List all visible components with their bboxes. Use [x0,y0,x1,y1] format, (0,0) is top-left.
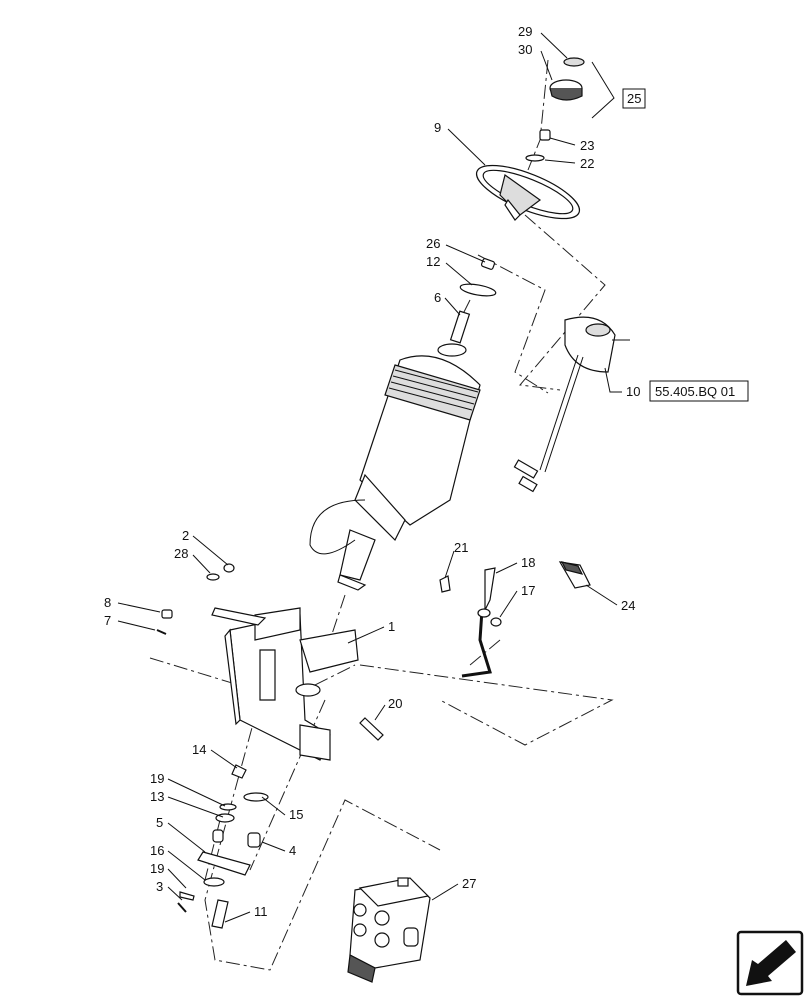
gasket-part [459,283,497,297]
callout-28: 28 [174,546,188,561]
callout-20: 20 [388,696,402,711]
key-part [480,258,496,270]
callout-11: 11 [254,904,268,919]
callout-18: 18 [521,555,535,570]
callout-13: 13 [150,789,164,804]
callout-7: 7 [104,613,111,628]
reference-label: 55.405.BQ 01 [655,384,735,399]
pivot-pin-part [359,717,384,741]
callout-2: 2 [182,528,189,543]
callout-30: 30 [518,42,532,57]
callout-6: 6 [434,290,441,305]
multi-function-switch-part [513,316,630,493]
horn-cap-part [563,57,585,67]
callout-29: 29 [518,24,532,39]
callout-17: 17 [521,583,535,598]
callout-26: 26 [426,236,440,251]
pin-part [156,629,167,635]
callout-9: 9 [434,120,441,135]
callout-8: 8 [104,595,111,610]
callout-24: 24 [621,598,635,613]
callout-12: 12 [426,254,440,269]
callout-labels: 29 30 9 23 22 26 12 6 10 2 28 8 7 1 20 2… [104,24,640,919]
leader-lines [117,32,622,923]
callout-3: 3 [156,879,163,894]
callout-5: 5 [156,815,163,830]
sleeve-part [161,609,173,619]
callout-14: 14 [192,742,206,757]
callout-19-lower: 19 [150,861,164,876]
support-bracket-part [211,607,359,761]
steering-nut-part [549,79,583,101]
callout-1: 1 [388,619,395,634]
lower-hardware-parts [177,764,269,929]
handle-part [558,561,591,589]
callout-4: 4 [289,843,296,858]
callout-22: 22 [580,156,594,171]
linkage-rod-part [461,567,502,678]
callout-25: 25 [627,91,641,106]
steering-control-unit-part [347,877,431,983]
steering-column-part [309,310,481,591]
washer-part [525,129,551,162]
reference-box-55-405-bq-01[interactable]: 55.405.BQ 01 [649,380,749,402]
reference-box-25[interactable]: 25 [622,88,646,109]
arrow-back-icon[interactable] [736,930,804,996]
callout-23: 23 [580,138,594,153]
callout-27: 27 [462,876,476,891]
callout-21: 21 [454,540,468,555]
callout-16: 16 [150,843,164,858]
callout-10: 10 [626,384,640,399]
callout-19-upper: 19 [150,771,164,786]
bolt-part [223,563,235,573]
flat-washer-part [206,573,220,581]
callout-15: 15 [289,807,303,822]
lever-part [439,575,451,593]
steering-wheel-part [475,164,581,221]
